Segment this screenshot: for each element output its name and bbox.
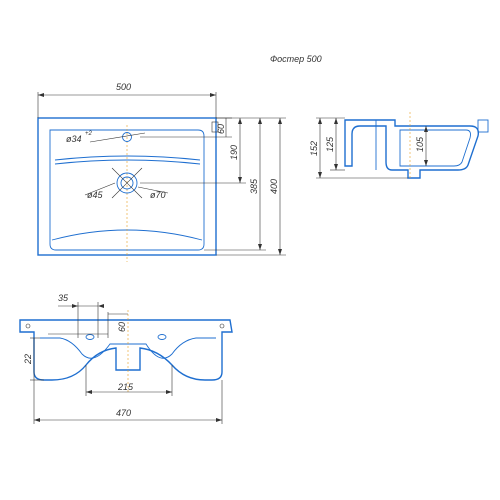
top-view-marker	[211, 121, 219, 133]
dim-385-label: 385	[249, 178, 259, 194]
front-view-hole-left	[85, 334, 95, 340]
drain70-label: ø70	[150, 190, 166, 200]
drawing-title: Фостер 500	[270, 54, 322, 64]
drain-inner	[120, 176, 134, 190]
dim-60-front-label: 60	[117, 322, 127, 332]
front-view-hole-right	[157, 334, 167, 340]
dim-190-label: 190	[229, 145, 239, 160]
top-view-ledge-curve	[54, 155, 201, 161]
dim-105-label: 105	[415, 136, 425, 152]
drain70-leader	[137, 186, 169, 194]
side-view-inner	[399, 129, 471, 167]
hole-leader	[89, 132, 146, 143]
top-view-bowl	[49, 129, 205, 251]
side-view-profile	[344, 119, 480, 179]
dim-215-label: 215	[117, 382, 134, 392]
faucet-hole	[122, 132, 132, 142]
top-view: 500 60 190 385 400 ø34 +2 ø45 ø70	[37, 82, 286, 262]
dim-125-label: 125	[325, 136, 335, 152]
hole-label: ø34	[66, 134, 82, 144]
dim-35-label: 35	[58, 293, 69, 303]
top-view-ledge-curve-2	[54, 159, 201, 165]
drain45-leader	[84, 182, 116, 196]
hole-tolerance: +2	[85, 131, 93, 137]
dim-152-label: 152	[309, 141, 319, 156]
side-view-tab	[477, 119, 489, 133]
drain-outer	[116, 172, 138, 194]
dim-400-label: 400	[269, 179, 279, 194]
drain45-label: ø45	[87, 190, 104, 200]
drain-leader-2	[111, 167, 143, 199]
front-view: 35 60 22 215 470	[19, 293, 233, 424]
dim-500-label: 500	[116, 82, 131, 92]
side-view: 152 125 105	[309, 112, 489, 180]
dim-470-label: 470	[116, 408, 131, 418]
dim-22-label: 22	[23, 354, 33, 365]
dim-60-label: 60	[216, 124, 226, 134]
